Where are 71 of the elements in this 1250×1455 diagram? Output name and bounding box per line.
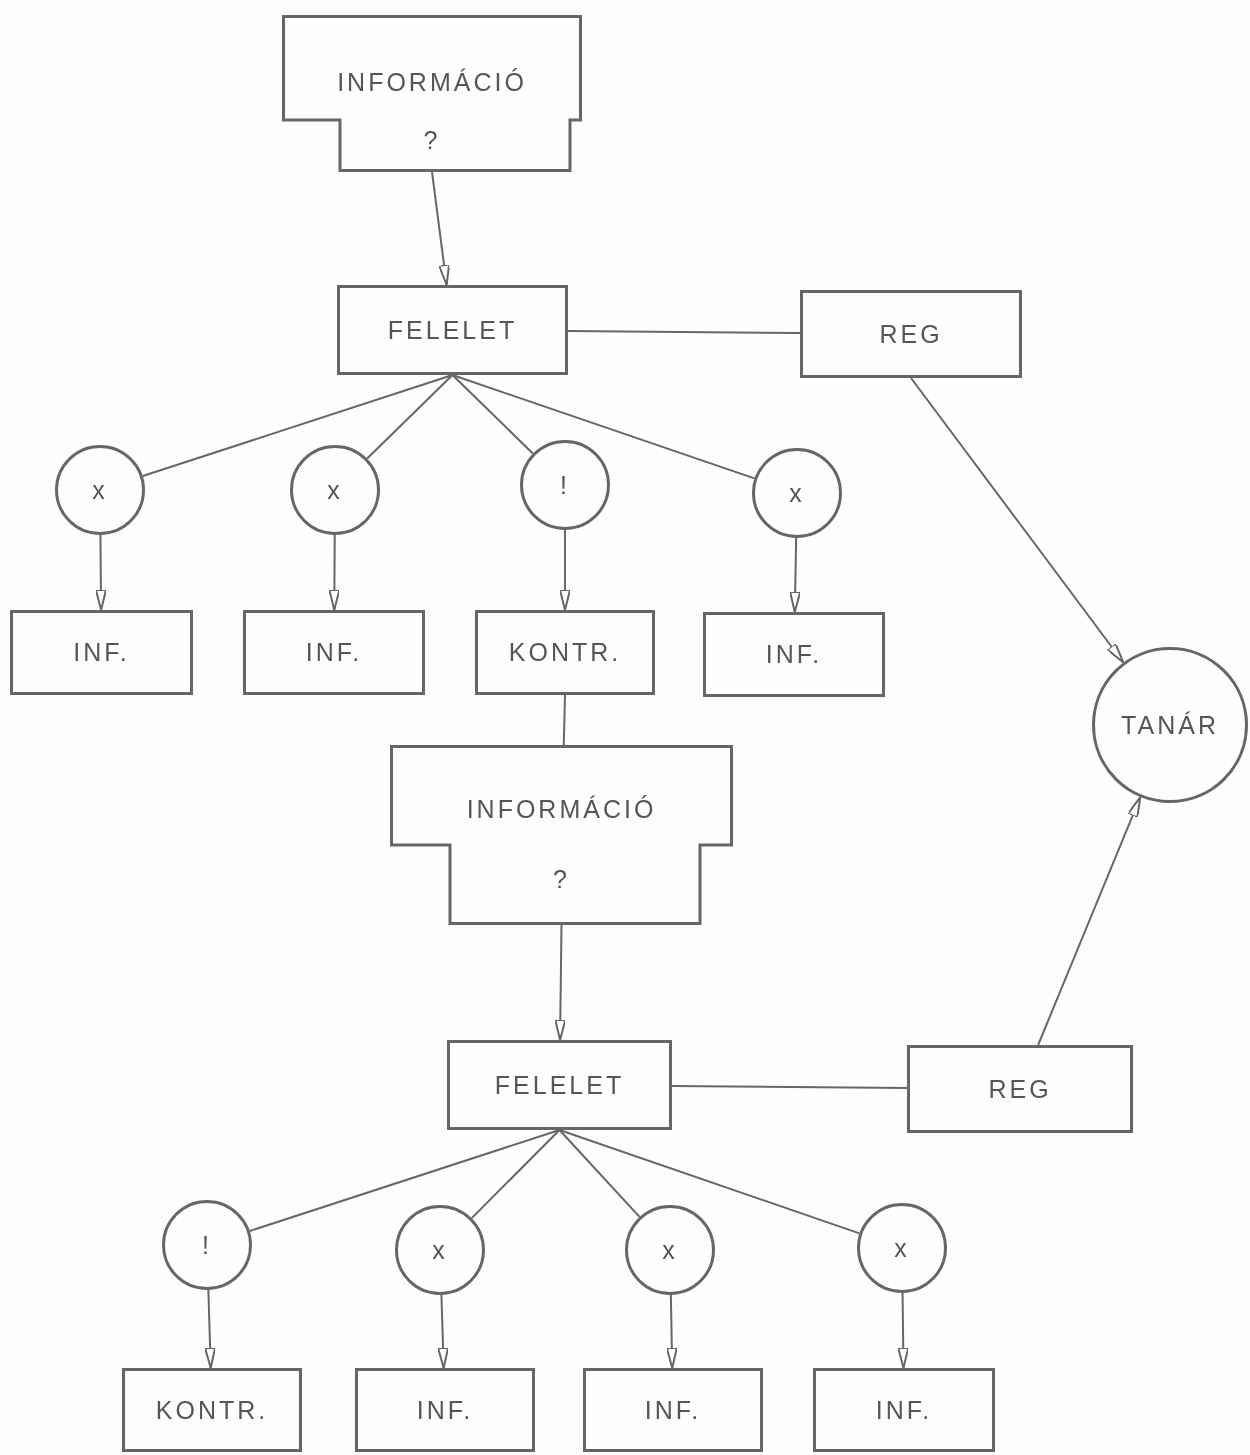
node-label: INF. bbox=[765, 640, 823, 669]
process-box bbox=[243, 610, 425, 695]
connector-line bbox=[562, 694, 566, 746]
arrow bbox=[559, 529, 571, 611]
circle-node bbox=[55, 445, 145, 535]
arrow bbox=[897, 1292, 910, 1369]
connector-line bbox=[671, 1085, 908, 1089]
process-box bbox=[447, 1040, 672, 1130]
connector-line bbox=[470, 1129, 561, 1220]
process-box bbox=[122, 1368, 302, 1452]
process-box bbox=[703, 612, 885, 697]
circle-node bbox=[520, 440, 610, 530]
node-label: KONTR. bbox=[155, 1395, 269, 1425]
node-label: x bbox=[432, 1235, 448, 1265]
connector-line bbox=[558, 1129, 641, 1218]
connector-line bbox=[248, 1129, 561, 1233]
node-label: REG bbox=[988, 1074, 1052, 1104]
node-label: FELELET bbox=[494, 1070, 625, 1100]
node-label: INF. bbox=[644, 1395, 702, 1425]
circle-node bbox=[752, 448, 842, 538]
node-label: x bbox=[894, 1233, 910, 1263]
question-mark: ? bbox=[552, 865, 571, 894]
node-label: FELELET bbox=[387, 315, 518, 345]
process-box bbox=[337, 285, 568, 375]
node-label: ! bbox=[202, 1230, 212, 1260]
question-mark: ? bbox=[422, 126, 442, 155]
node-label: INF. bbox=[416, 1395, 474, 1425]
node-label: INFORMÁCIÓ bbox=[465, 795, 658, 824]
node-label: INF. bbox=[73, 638, 130, 667]
arrow bbox=[554, 924, 567, 1041]
process-box bbox=[907, 1045, 1133, 1133]
process-box bbox=[800, 290, 1022, 378]
node-label: ! bbox=[560, 470, 570, 500]
process-box bbox=[813, 1368, 995, 1452]
circle-node bbox=[162, 1200, 252, 1290]
arrow bbox=[328, 534, 341, 611]
arrow bbox=[204, 1289, 217, 1369]
node-label: INFORMÁCIÓ bbox=[336, 67, 528, 97]
connector-line bbox=[366, 374, 454, 460]
process-box bbox=[355, 1368, 535, 1452]
stepped-box bbox=[390, 745, 733, 925]
connector-line bbox=[567, 330, 801, 335]
node-label: KONTR. bbox=[508, 638, 622, 667]
node-label: x bbox=[789, 478, 805, 508]
arrow bbox=[665, 1294, 678, 1369]
connector-line bbox=[451, 374, 534, 455]
node-label: INF. bbox=[875, 1395, 933, 1425]
arrow bbox=[431, 171, 451, 286]
process-box bbox=[475, 610, 655, 695]
process-box bbox=[10, 610, 193, 695]
node-label: TANÁR bbox=[1121, 710, 1219, 740]
process-box bbox=[583, 1368, 763, 1452]
circle-node bbox=[857, 1203, 947, 1293]
arrow bbox=[437, 1294, 450, 1369]
arrow bbox=[1037, 796, 1142, 1046]
node-label: REG bbox=[879, 319, 943, 349]
stepped-box bbox=[282, 15, 582, 172]
circle-node bbox=[1092, 647, 1248, 803]
arrow bbox=[94, 534, 107, 611]
node-label: INF. bbox=[305, 638, 363, 667]
circle-node bbox=[290, 445, 380, 535]
connector-line bbox=[141, 374, 454, 478]
circle-node bbox=[625, 1205, 715, 1295]
connector-line bbox=[558, 1129, 861, 1235]
node-label: x bbox=[327, 475, 343, 505]
connector-line bbox=[451, 374, 756, 480]
arrow bbox=[789, 537, 802, 613]
node-label: x bbox=[92, 475, 108, 505]
arrow bbox=[910, 377, 1125, 664]
node-label: x bbox=[662, 1235, 678, 1265]
circle-node bbox=[395, 1205, 485, 1295]
